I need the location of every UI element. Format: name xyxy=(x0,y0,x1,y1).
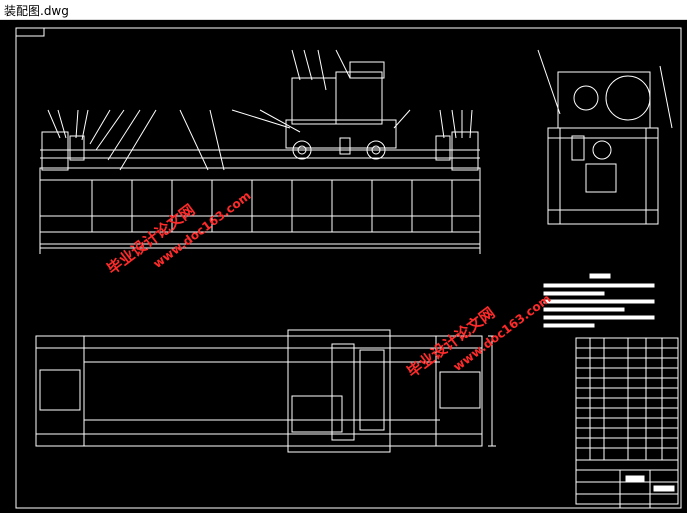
parts-list xyxy=(575,337,679,505)
title-block xyxy=(576,469,678,508)
drawing-frame xyxy=(15,27,682,509)
frame-tag xyxy=(15,27,45,37)
plan-view xyxy=(35,329,496,453)
document-title: 装配图.dwg xyxy=(4,4,69,18)
side-view xyxy=(537,49,673,225)
document-tab[interactable]: 装配图.dwg xyxy=(0,0,687,20)
cad-drawing: 毕业设计论文网 www.doc163.com 毕业设计论文网 www.doc16… xyxy=(15,27,682,509)
technical-notes xyxy=(543,273,655,328)
watermark-2: 毕业设计论文网 www.doc163.com xyxy=(404,291,554,381)
front-view xyxy=(39,49,481,254)
drawing-canvas[interactable]: 毕业设计论文网 www.doc163.com 毕业设计论文网 www.doc16… xyxy=(0,20,687,513)
